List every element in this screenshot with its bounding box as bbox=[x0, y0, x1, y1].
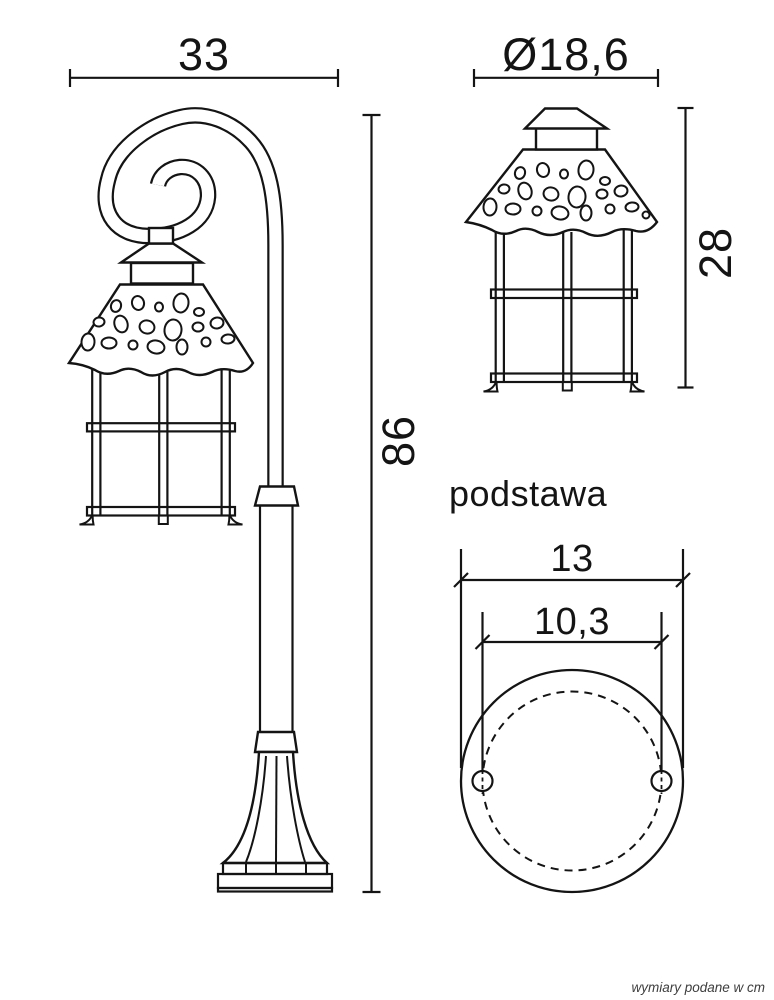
dimension-lines bbox=[68, 69, 694, 894]
front-lantern-cage bbox=[79, 358, 243, 526]
base-flute-left bbox=[245, 755, 267, 863]
cage-foot-center bbox=[561, 381, 573, 392]
cage-foot-right bbox=[629, 381, 645, 393]
base-outer-dimension-label: 13 bbox=[550, 538, 594, 580]
front-lantern-roof bbox=[66, 283, 255, 377]
base-bolt-spacing-label: 10,3 bbox=[534, 601, 610, 643]
detail-height-dimension-label: 28 bbox=[690, 226, 741, 280]
detail-cage bbox=[483, 218, 645, 393]
front-view-drawing bbox=[66, 107, 334, 893]
front-width-dimension-label: 33 bbox=[177, 29, 231, 80]
front-roof-perforations bbox=[80, 292, 236, 356]
detail-hat-cone bbox=[522, 107, 611, 130]
cage-foot-left bbox=[483, 381, 499, 393]
pole-collar bbox=[253, 485, 300, 507]
bolt-circle-dashed bbox=[481, 690, 663, 872]
cage-mid-bar bbox=[85, 422, 237, 433]
front-lantern-collar bbox=[129, 261, 195, 285]
base-section-title: podstawa bbox=[449, 473, 608, 514]
base-outline-circle bbox=[459, 668, 685, 894]
detail-hat-box bbox=[534, 126, 599, 151]
scroll-arm-inner bbox=[99, 109, 282, 495]
lantern-detail-drawing bbox=[463, 107, 659, 393]
base-trumpet bbox=[219, 750, 331, 865]
units-footnote: wymiary podane w cm bbox=[631, 980, 765, 995]
front-lantern-finial bbox=[147, 226, 175, 245]
detail-diameter-dimension-label: Ø18,6 bbox=[502, 29, 630, 80]
detail-roof bbox=[463, 148, 659, 237]
base-cap bbox=[253, 730, 299, 754]
base-plan-drawing bbox=[453, 549, 691, 894]
cage-foot-center bbox=[157, 514, 169, 525]
cage-foot-left bbox=[79, 514, 95, 526]
cage-mid-bar bbox=[489, 288, 639, 300]
detail-roof-perforations bbox=[482, 159, 651, 222]
front-lantern-cap bbox=[117, 242, 207, 264]
cage-bottom-bar bbox=[85, 505, 237, 517]
base-plate-lip bbox=[216, 886, 334, 893]
base-plate bbox=[216, 872, 334, 890]
front-height-dimension-label: 86 bbox=[373, 414, 424, 468]
cage-foot-right bbox=[227, 514, 243, 526]
base-flute-right bbox=[286, 755, 306, 863]
base-flute-center bbox=[275, 755, 278, 863]
